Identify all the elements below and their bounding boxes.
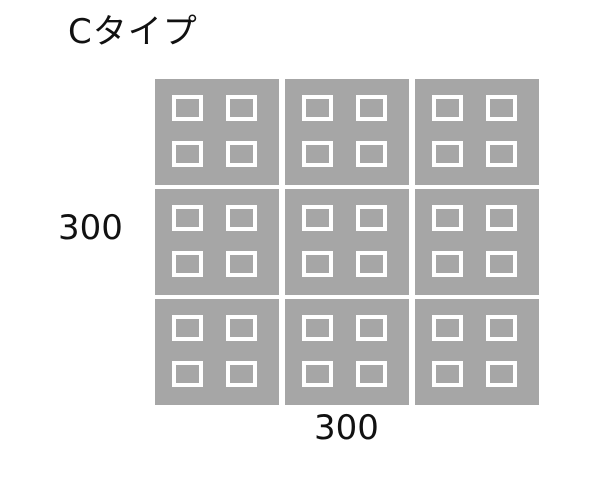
tile xyxy=(155,79,279,185)
square-opening xyxy=(356,361,387,387)
square-opening xyxy=(356,315,387,341)
tile xyxy=(155,189,279,295)
square-opening xyxy=(172,361,203,387)
height-dimension-label: 300 xyxy=(58,208,123,248)
square-opening xyxy=(226,95,257,121)
square-opening xyxy=(226,251,257,277)
square-opening xyxy=(486,95,517,121)
square-opening xyxy=(226,361,257,387)
square-opening xyxy=(356,141,387,167)
square-opening xyxy=(356,95,387,121)
square-opening xyxy=(486,361,517,387)
square-opening xyxy=(226,315,257,341)
square-opening xyxy=(302,315,333,341)
tile xyxy=(415,299,539,405)
square-opening xyxy=(432,251,463,277)
square-opening xyxy=(226,141,257,167)
square-opening xyxy=(172,205,203,231)
square-opening xyxy=(486,315,517,341)
square-opening xyxy=(432,361,463,387)
tile xyxy=(285,299,409,405)
square-opening xyxy=(302,95,333,121)
tile xyxy=(415,189,539,295)
tile xyxy=(155,299,279,405)
square-opening xyxy=(486,205,517,231)
square-opening xyxy=(356,251,387,277)
tile xyxy=(415,79,539,185)
tile-grid xyxy=(155,79,539,405)
square-opening xyxy=(432,95,463,121)
square-opening xyxy=(302,205,333,231)
square-opening xyxy=(486,141,517,167)
square-opening xyxy=(226,205,257,231)
type-title: Cタイプ xyxy=(68,12,198,52)
square-opening xyxy=(356,205,387,231)
tile xyxy=(285,79,409,185)
tile xyxy=(285,189,409,295)
square-opening xyxy=(486,251,517,277)
square-opening xyxy=(302,361,333,387)
square-opening xyxy=(432,315,463,341)
square-opening xyxy=(172,315,203,341)
square-opening xyxy=(432,141,463,167)
square-opening xyxy=(172,95,203,121)
width-dimension-label: 300 xyxy=(314,408,379,448)
square-opening xyxy=(302,251,333,277)
square-opening xyxy=(432,205,463,231)
square-opening xyxy=(172,251,203,277)
square-opening xyxy=(302,141,333,167)
square-opening xyxy=(172,141,203,167)
